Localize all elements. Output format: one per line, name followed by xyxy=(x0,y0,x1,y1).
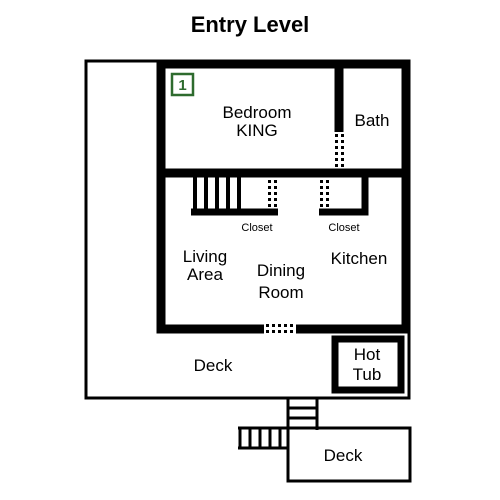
level-badge-number: 1 xyxy=(178,77,186,94)
right-closet-door-dots xyxy=(320,180,329,207)
level-badge xyxy=(170,72,195,97)
bath-label: Bath xyxy=(355,111,390,130)
lower-deck-label: Deck xyxy=(324,446,363,465)
dining-label-line2: Room xyxy=(258,283,303,302)
bottom-door-dots xyxy=(266,324,293,333)
bath-door-dots xyxy=(335,134,344,167)
upper-deck-label: Deck xyxy=(194,356,233,375)
bedroom-label-line1: Bedroom xyxy=(223,103,292,122)
dining-label-line1: Dining xyxy=(257,261,305,280)
page-title: Entry Level xyxy=(191,12,310,37)
lower-deck-stairs xyxy=(238,426,288,450)
right-closet-label: Closet xyxy=(328,222,359,234)
bedroom-label-line2: KING xyxy=(236,121,278,140)
interior-stairs xyxy=(193,177,241,212)
lower-deck-outline xyxy=(286,426,412,483)
kitchen-label: Kitchen xyxy=(331,249,388,268)
right-closet-wall xyxy=(319,176,369,216)
left-closet-door-dots xyxy=(268,180,277,207)
hot-tub-label-line1: Hot xyxy=(354,345,381,364)
living-label-line1: Living xyxy=(183,247,227,266)
deck-connector-stairs xyxy=(286,398,319,430)
living-label-line2: Area xyxy=(187,265,223,284)
left-closet-label: Closet xyxy=(241,222,272,234)
hot-tub-label-line2: Tub xyxy=(353,365,382,384)
hot-tub-outline xyxy=(331,335,405,394)
